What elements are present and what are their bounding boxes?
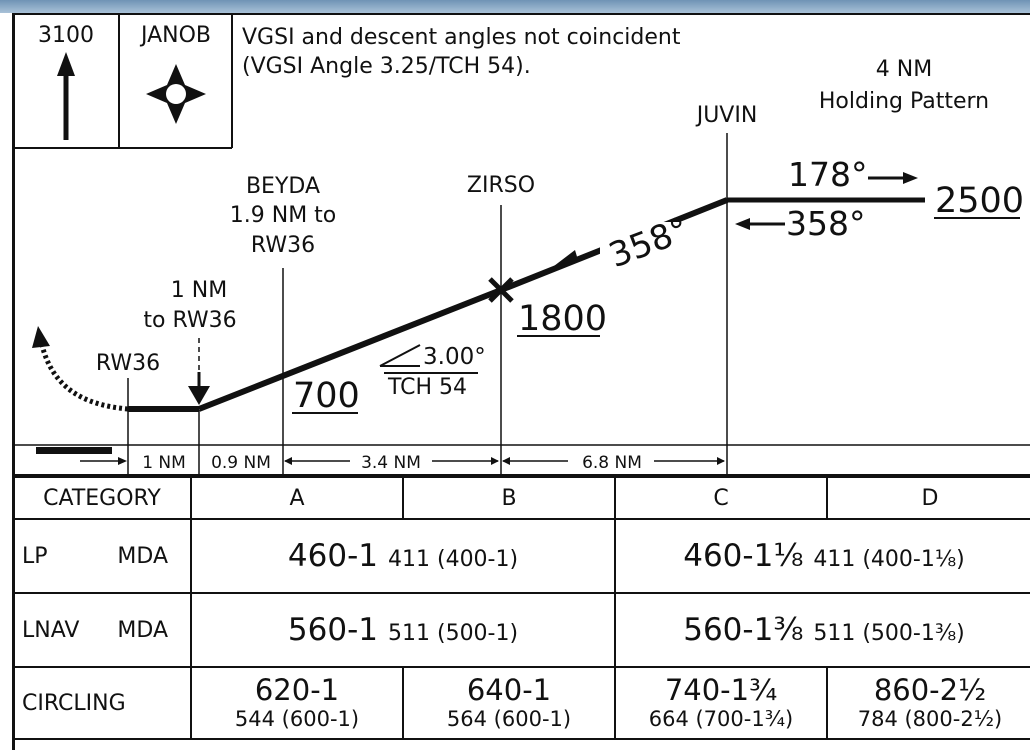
segment-3-4nm: 3.4 NM bbox=[361, 453, 421, 473]
lp-cd-cell: 460-1⅛ 411 (400-1⅛) bbox=[614, 518, 1030, 594]
minimums-table: CATEGORY A B C D LP MDA 460-1 411 (400-1) … bbox=[12, 476, 1030, 740]
zirso-altitude: 1800 bbox=[518, 299, 607, 339]
arrow-up-icon bbox=[57, 52, 75, 140]
circling-b-cell: 640-1 564 (600-1) bbox=[402, 666, 616, 740]
lp-ab-main: 460-1 bbox=[287, 538, 378, 574]
segment-6-8nm-arrows bbox=[502, 457, 725, 465]
lp-ab-sub: 411 (400-1) bbox=[388, 547, 519, 572]
descent-path-lower bbox=[197, 287, 503, 412]
chart-frame bbox=[12, 13, 1030, 750]
glide-angle: 3.00° bbox=[423, 344, 486, 370]
window-top-bar bbox=[0, 0, 1030, 13]
holding-label-1: 4 NM bbox=[876, 57, 932, 82]
circling-c-sub: 664 (700-1¾) bbox=[648, 707, 794, 731]
segment-0-9nm: 0.9 NM bbox=[211, 453, 271, 473]
circling-b-sub: 564 (600-1) bbox=[446, 707, 572, 731]
inbound-course-hold: 358° bbox=[786, 204, 866, 243]
zirso-fix-label: ZIRSO bbox=[467, 173, 535, 198]
inbound-course: 358° bbox=[604, 209, 695, 276]
fix-box-name: JANOB bbox=[139, 23, 211, 48]
header-cat-b: B bbox=[402, 476, 616, 520]
lp-cd-main: 460-1⅛ bbox=[683, 538, 804, 574]
course-arrow-icon bbox=[554, 250, 578, 266]
lp-ab-cell: 460-1 411 (400-1) bbox=[190, 518, 616, 594]
header-category: CATEGORY bbox=[12, 476, 192, 520]
profile-view: 3100 JANOB VGSI and descent angles not c… bbox=[12, 13, 1030, 476]
lnav-ab-cell: 560-1 511 (500-1) bbox=[190, 592, 616, 668]
lp-cd-sub: 411 (400-1⅛) bbox=[813, 547, 965, 572]
circling-d-main: 860-2½ bbox=[873, 673, 987, 707]
lp-label: LP bbox=[22, 543, 48, 569]
header-cat-a: A bbox=[190, 476, 404, 520]
lnav-type: MDA bbox=[117, 617, 168, 643]
table-row-circling: CIRCLING 620-1 544 (600-1) 640-1 564 (60… bbox=[12, 666, 1030, 740]
circling-b-main: 640-1 bbox=[466, 673, 552, 707]
circling-label: CIRCLING bbox=[12, 666, 192, 740]
lnav-label-cell: LNAV MDA bbox=[12, 592, 192, 668]
circling-d-cell: 860-2½ 784 (800-2½) bbox=[826, 666, 1030, 740]
juvin-fix-label: JUVIN bbox=[695, 103, 758, 128]
four-point-star-fix-icon bbox=[146, 64, 206, 124]
missed-approach-arrow-icon bbox=[32, 326, 50, 348]
one-nm-label-2: to RW36 bbox=[143, 308, 236, 333]
rw36-label: RW36 bbox=[96, 351, 160, 376]
segment-1nm: 1 NM bbox=[142, 453, 186, 473]
header-cat-d: D bbox=[826, 476, 1030, 520]
msa-altitude: 3100 bbox=[38, 23, 94, 48]
missed-approach-path bbox=[39, 344, 129, 412]
lnav-cd-main: 560-1⅜ bbox=[683, 612, 804, 648]
circling-c-main: 740-1¾ bbox=[664, 673, 778, 707]
zirso-fix-marker-icon bbox=[488, 277, 514, 303]
segment-3-4nm-arrows bbox=[284, 457, 499, 465]
lnav-cd-sub: 511 (500-1⅜) bbox=[813, 621, 965, 646]
one-nm-label-1: 1 NM bbox=[171, 278, 227, 303]
circling-c-cell: 740-1¾ 664 (700-1¾) bbox=[614, 666, 828, 740]
circling-a-sub: 544 (600-1) bbox=[234, 707, 360, 731]
lnav-label: LNAV bbox=[22, 617, 80, 643]
faf-arrow-icon bbox=[188, 372, 210, 405]
lnav-cd-cell: 560-1⅜ 511 (500-1⅜) bbox=[614, 592, 1030, 668]
beyda-altitude: 700 bbox=[293, 376, 360, 416]
note-line-1: VGSI and descent angles not coincident bbox=[242, 25, 681, 50]
circling-a-cell: 620-1 544 (600-1) bbox=[190, 666, 404, 740]
note-line-2: (VGSI Angle 3.25/TCH 54). bbox=[242, 54, 531, 79]
header-cat-c: C bbox=[614, 476, 828, 520]
table-header-row: CATEGORY A B C D bbox=[12, 476, 1030, 520]
table-row-lp: LP MDA 460-1 411 (400-1) 460-1⅛ 411 (400-1⅛… bbox=[12, 518, 1030, 594]
inbound-arrow-icon bbox=[735, 218, 785, 230]
beyda-label-3: RW36 bbox=[251, 233, 315, 258]
outbound-arrow-icon bbox=[868, 172, 918, 184]
tch-label: TCH 54 bbox=[387, 375, 467, 400]
lnav-ab-main: 560-1 bbox=[287, 612, 378, 648]
segment-6-8nm: 6.8 NM bbox=[582, 453, 642, 473]
lp-type: MDA bbox=[117, 543, 168, 569]
hold-altitude: 2500 bbox=[935, 181, 1024, 221]
beyda-label-1: BEYDA bbox=[246, 174, 320, 199]
table-row-lnav: LNAV MDA 560-1 511 (500-1) 560-1⅜ 511 (500-… bbox=[12, 592, 1030, 668]
lp-label-cell: LP MDA bbox=[12, 518, 192, 594]
lnav-ab-sub: 511 (500-1) bbox=[388, 621, 519, 646]
circling-d-sub: 784 (800-2½) bbox=[857, 707, 1003, 731]
circling-a-main: 620-1 bbox=[254, 673, 340, 707]
angle-symbol-icon bbox=[379, 344, 421, 367]
outbound-course: 178° bbox=[788, 155, 868, 194]
runway-symbol bbox=[36, 447, 112, 454]
beyda-label-2: 1.9 NM to bbox=[230, 203, 337, 228]
holding-label-2: Holding Pattern bbox=[819, 89, 989, 114]
